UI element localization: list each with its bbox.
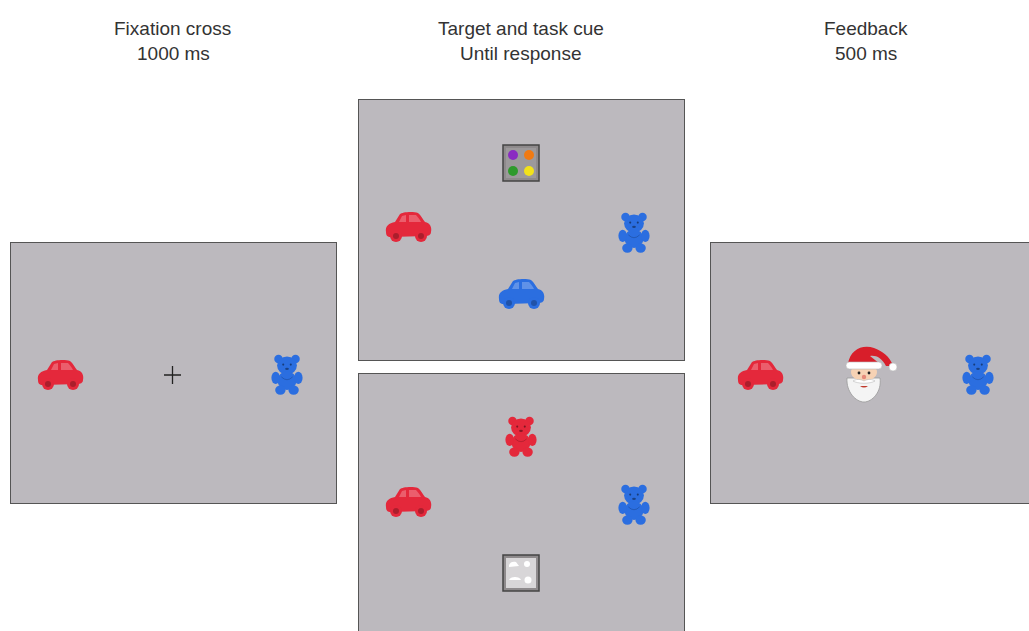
target-screen-shape-cue — [359, 374, 685, 631]
phase-heading: Feedback — [824, 18, 907, 40]
phase-heading: Fixation cross — [114, 18, 231, 40]
duration-label: Until response — [460, 43, 581, 65]
duration-label: 500 ms — [835, 43, 897, 65]
phase-heading: Target and task cue — [438, 18, 604, 40]
feedback-screen — [711, 243, 1029, 504]
target-screen-color-cue — [359, 100, 685, 361]
fixation-screen — [11, 243, 337, 504]
santa-icon — [846, 347, 897, 402]
duration-label: 1000 ms — [137, 43, 210, 65]
